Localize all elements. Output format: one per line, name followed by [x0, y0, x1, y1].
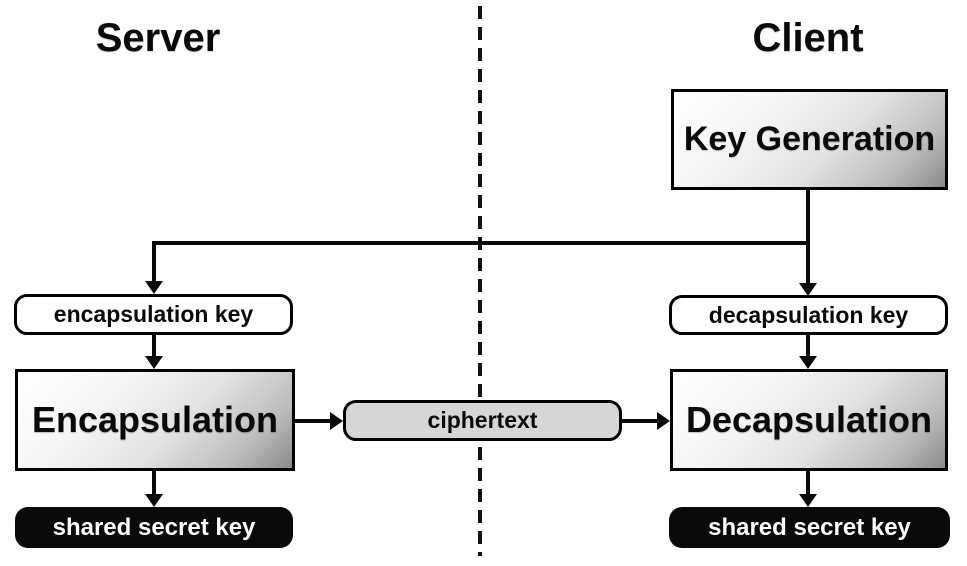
decapsulation-label: Decapsulation: [685, 399, 933, 440]
server-client-divider-dashed-line: [478, 6, 482, 556]
arrow-right-icon: [657, 412, 670, 430]
arrow-down-icon: [145, 494, 163, 507]
encapsulation-key-box: encapsulation key: [14, 294, 293, 335]
arrow-down-icon: [799, 283, 817, 296]
arrow-down-icon: [799, 494, 817, 507]
decapsulation-key-box: decapsulation key: [669, 295, 948, 335]
edge-encapkey-to-encapsulation-line: [152, 334, 156, 358]
edge-encapsulation-to-secret-line: [152, 471, 156, 496]
edge-ciphertext-to-decapsulation-line: [622, 419, 659, 423]
shared-secret-key-server-label: shared secret key: [52, 513, 256, 541]
server-column-title: Server: [95, 16, 221, 60]
key-generation-label: Key Generation: [683, 120, 936, 158]
edge-decapsulation-to-secret-line: [806, 471, 810, 496]
edge-encapsulation-to-ciphertext-line: [295, 419, 332, 423]
edge-to-decapsulation-key-line: [806, 245, 810, 285]
edge-to-encapsulation-key-line: [152, 243, 156, 283]
arrow-right-icon: [330, 412, 343, 430]
decapsulation-key-label: decapsulation key: [708, 301, 909, 328]
shared-secret-key-client-label: shared secret key: [708, 513, 911, 541]
edge-keygen-cross-line: [152, 241, 810, 245]
ciphertext-label: ciphertext: [427, 407, 538, 433]
encapsulation-key-label: encapsulation key: [53, 301, 254, 327]
shared-secret-key-client-box: shared secret key: [669, 507, 950, 548]
decapsulation-box: Decapsulation: [670, 369, 948, 471]
client-column-title: Client: [752, 16, 864, 60]
edge-decapkey-to-decapsulation-line: [806, 334, 810, 358]
encapsulation-label: Encapsulation: [31, 399, 279, 440]
shared-secret-key-server-box: shared secret key: [15, 507, 293, 548]
arrow-down-icon: [145, 356, 163, 369]
edge-keygen-down-line: [806, 190, 810, 245]
encapsulation-box: Encapsulation: [15, 369, 295, 471]
arrow-down-icon: [145, 281, 163, 294]
key-generation-box: Key Generation: [671, 89, 948, 190]
arrow-down-icon: [799, 356, 817, 369]
ciphertext-box: ciphertext: [343, 400, 622, 441]
